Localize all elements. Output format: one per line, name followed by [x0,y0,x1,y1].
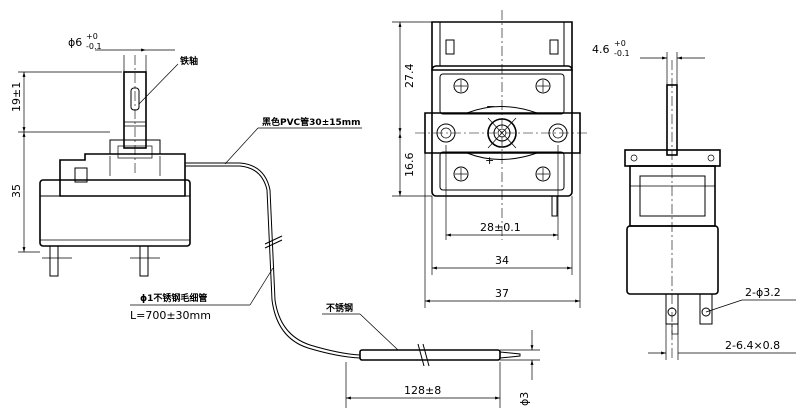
body-height-label: 35 [10,184,23,198]
ceramic-body [39,179,191,247]
side-ceramic [626,225,719,295]
side-shaft-dim: 4.6 [592,43,610,56]
stainless-label: 不锈钢 [326,302,353,314]
minus-mark: − [486,100,495,113]
hole-spacing-dim: 28±0.1 [480,221,521,234]
left-view-thermostat: ϕ6 +0 -0.1 铁轴 19±1 35 黑色PVC管30±15mm ϕ1不锈… [10,32,540,408]
terminal-left [49,245,59,277]
svg-text:+0: +0 [614,39,626,48]
iron-shaft-label: 铁轴 [180,55,198,67]
probe [359,349,501,361]
front-lower-dim: 16.6 [403,153,416,178]
front-view: − + 27.4 16.6 28±0.1 34 37 [392,10,590,308]
shaft-height-label: 19±1 [10,82,23,112]
svg-text:-0.1: -0.1 [614,49,630,58]
shaft-dia-label: ϕ6 [68,36,82,49]
probe-length-label: 128±8 [404,384,441,397]
probe-dia-label: ϕ3 [518,392,531,406]
svg-text:-0.1: -0.1 [86,42,102,51]
capillary-length-label: L=700±30mm [130,309,211,322]
body-width-dim: 34 [495,254,509,267]
side-view: 4.6 +0 -0.1 2-ϕ3.2 2-6.4×0.8 [592,39,796,360]
capillary-tube [185,162,361,356]
terminal-right [139,245,149,277]
flange-width-dim: 37 [495,287,509,300]
terminal-holes-label: 2-ϕ3.2 [745,286,781,299]
front-upper-dim: 27.4 [403,64,416,89]
side-flange [624,149,721,167]
svg-text:+0: +0 [86,32,98,41]
upper-body [59,153,186,197]
plus-mark: + [485,154,494,167]
shaft-slot [130,87,140,111]
pvc-tube-label: 黑色PVC管30±15mm [262,116,361,128]
capillary-label: ϕ1不锈钢毛细管 [140,292,207,304]
terminal-size-label: 2-6.4×0.8 [725,339,780,352]
